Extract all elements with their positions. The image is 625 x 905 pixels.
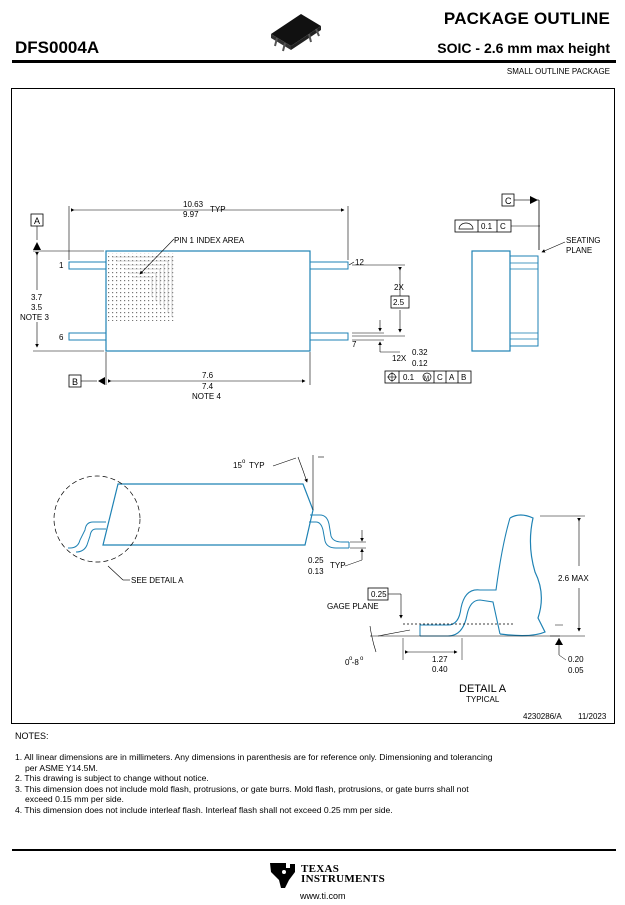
svg-text:o: o xyxy=(349,656,353,662)
detail-title: DETAIL A xyxy=(459,683,507,695)
thick-min: 0.13 xyxy=(308,567,324,576)
detail-angle: 0 -8 xyxy=(345,658,359,667)
foot-min: 0.40 xyxy=(432,665,448,674)
pos-tol: 0.1 xyxy=(403,373,415,382)
angle-value: 15 xyxy=(233,461,242,470)
note-line: exceed 0.15 mm per side. xyxy=(25,794,124,804)
body-note: NOTE 4 xyxy=(192,392,221,401)
side-view: C 0.1 C SEATING PLANE xyxy=(454,193,601,352)
detail-circle xyxy=(53,475,141,563)
notes-list: 1. All linear dimensions are in millimet… xyxy=(15,752,605,815)
body-min: 7.4 xyxy=(202,382,214,391)
thick-max: 0.25 xyxy=(308,556,324,565)
height-max: 2.6 MAX xyxy=(558,574,589,583)
pin-12-label: 12 xyxy=(355,258,364,267)
ti-brand-line1: TEXAS xyxy=(301,863,340,875)
width-note: NOTE 3 xyxy=(20,313,49,322)
mmc-icon xyxy=(422,372,432,382)
drawing-frame xyxy=(11,88,615,724)
ti-url[interactable]: www.ti.com xyxy=(300,891,346,901)
drawing-id: 4230286/A xyxy=(523,712,562,721)
lead-count: 12X xyxy=(392,354,407,363)
standoff-max: 0.20 xyxy=(568,655,584,664)
pos-ref-3: B xyxy=(461,373,466,382)
datum-a-label: A xyxy=(34,216,40,226)
ti-brand-line2: INSTRUMENTS xyxy=(301,873,385,885)
svg-text:o: o xyxy=(242,459,246,465)
seating-label: SEATING xyxy=(566,236,601,245)
see-detail-label: SEE DETAIL A xyxy=(131,576,184,585)
pin1-index-label: PIN 1 INDEX AREA xyxy=(174,236,245,245)
datum-b-label: B xyxy=(72,377,78,387)
position-tolerance-frame: 0.1 M C A B xyxy=(384,370,472,384)
note-line: 4. This dimension does not include inter… xyxy=(15,804,393,815)
angle-suffix: TYP xyxy=(249,461,265,470)
header-rule xyxy=(12,60,616,63)
top-view: 1 6 12 7 PIN 1 INDEX AREA 10.63 9.97 TYP… xyxy=(20,200,472,401)
length-max: 10.63 xyxy=(183,200,204,209)
profile-icon xyxy=(458,222,474,230)
detail-subtitle: TYPICAL xyxy=(466,695,500,704)
note-line: 1. All linear dimensions are in millimet… xyxy=(15,752,493,762)
lead-max: 0.32 xyxy=(412,348,428,357)
note-line: 2. This drawing is subject to change wit… xyxy=(15,773,209,783)
front-view: SEE DETAIL A 15 o TYP 0.25 0.13 TYP xyxy=(53,455,366,585)
width-max: 3.7 xyxy=(31,293,43,302)
drawing-date: 11/2023 xyxy=(578,712,607,721)
page-title: PACKAGE OUTLINE xyxy=(443,9,610,28)
ti-logo-icon xyxy=(270,863,295,888)
lead-min: 0.12 xyxy=(412,359,428,368)
pin-1-label: 1 xyxy=(59,261,64,270)
package-type: SMALL OUTLINE PACKAGE xyxy=(506,67,610,76)
standoff-min: 0.05 xyxy=(568,666,584,675)
lead-7 xyxy=(309,332,349,341)
body-outline xyxy=(105,250,311,352)
pos-ref-1: C xyxy=(437,373,443,382)
pos-ref-2: A xyxy=(449,373,455,382)
notes-title: NOTES: xyxy=(15,731,49,741)
note-line: 3. This dimension does not include mold … xyxy=(15,783,469,794)
package-3d-icon xyxy=(271,14,321,52)
pitch-value: 2.5 xyxy=(393,298,405,307)
pin-7-label: 7 xyxy=(352,340,357,349)
length-min: 9.97 xyxy=(183,210,199,219)
flat-tol: 0.1 xyxy=(481,222,493,231)
ti-brand: TEXAS INSTRUMENTS xyxy=(301,863,385,885)
package-subtitle: SOIC - 2.6 mm max height xyxy=(437,40,610,56)
gage-plane-label: GAGE PLANE xyxy=(327,602,379,611)
lead-1 xyxy=(68,261,107,270)
pitch-count: 2X xyxy=(394,283,404,292)
foot-max: 1.27 xyxy=(432,655,448,664)
detail-a: 2.6 MAX 0.25 GAGE PLANE 0 -8 o o 1.27 0.… xyxy=(327,514,589,704)
thick-suffix: TYP xyxy=(330,561,346,570)
pin1-index-area xyxy=(108,253,176,321)
svg-text:M: M xyxy=(424,376,429,382)
gage-value: 0.25 xyxy=(371,590,387,599)
datum-c-label: C xyxy=(505,196,512,206)
flat-ref: C xyxy=(500,222,506,231)
note-line: per ASME Y14.5M. xyxy=(25,762,98,773)
length-suffix: TYP xyxy=(210,205,226,214)
plane-label: PLANE xyxy=(566,246,592,255)
lead-6 xyxy=(68,332,107,341)
svg-text:o: o xyxy=(360,656,364,662)
device-name: DFS0004A xyxy=(15,38,100,57)
lead-12 xyxy=(309,261,349,270)
body-max: 7.6 xyxy=(202,371,214,380)
footer-rule xyxy=(12,849,616,851)
width-min: 3.5 xyxy=(31,303,43,312)
pin-6-label: 6 xyxy=(59,333,64,342)
